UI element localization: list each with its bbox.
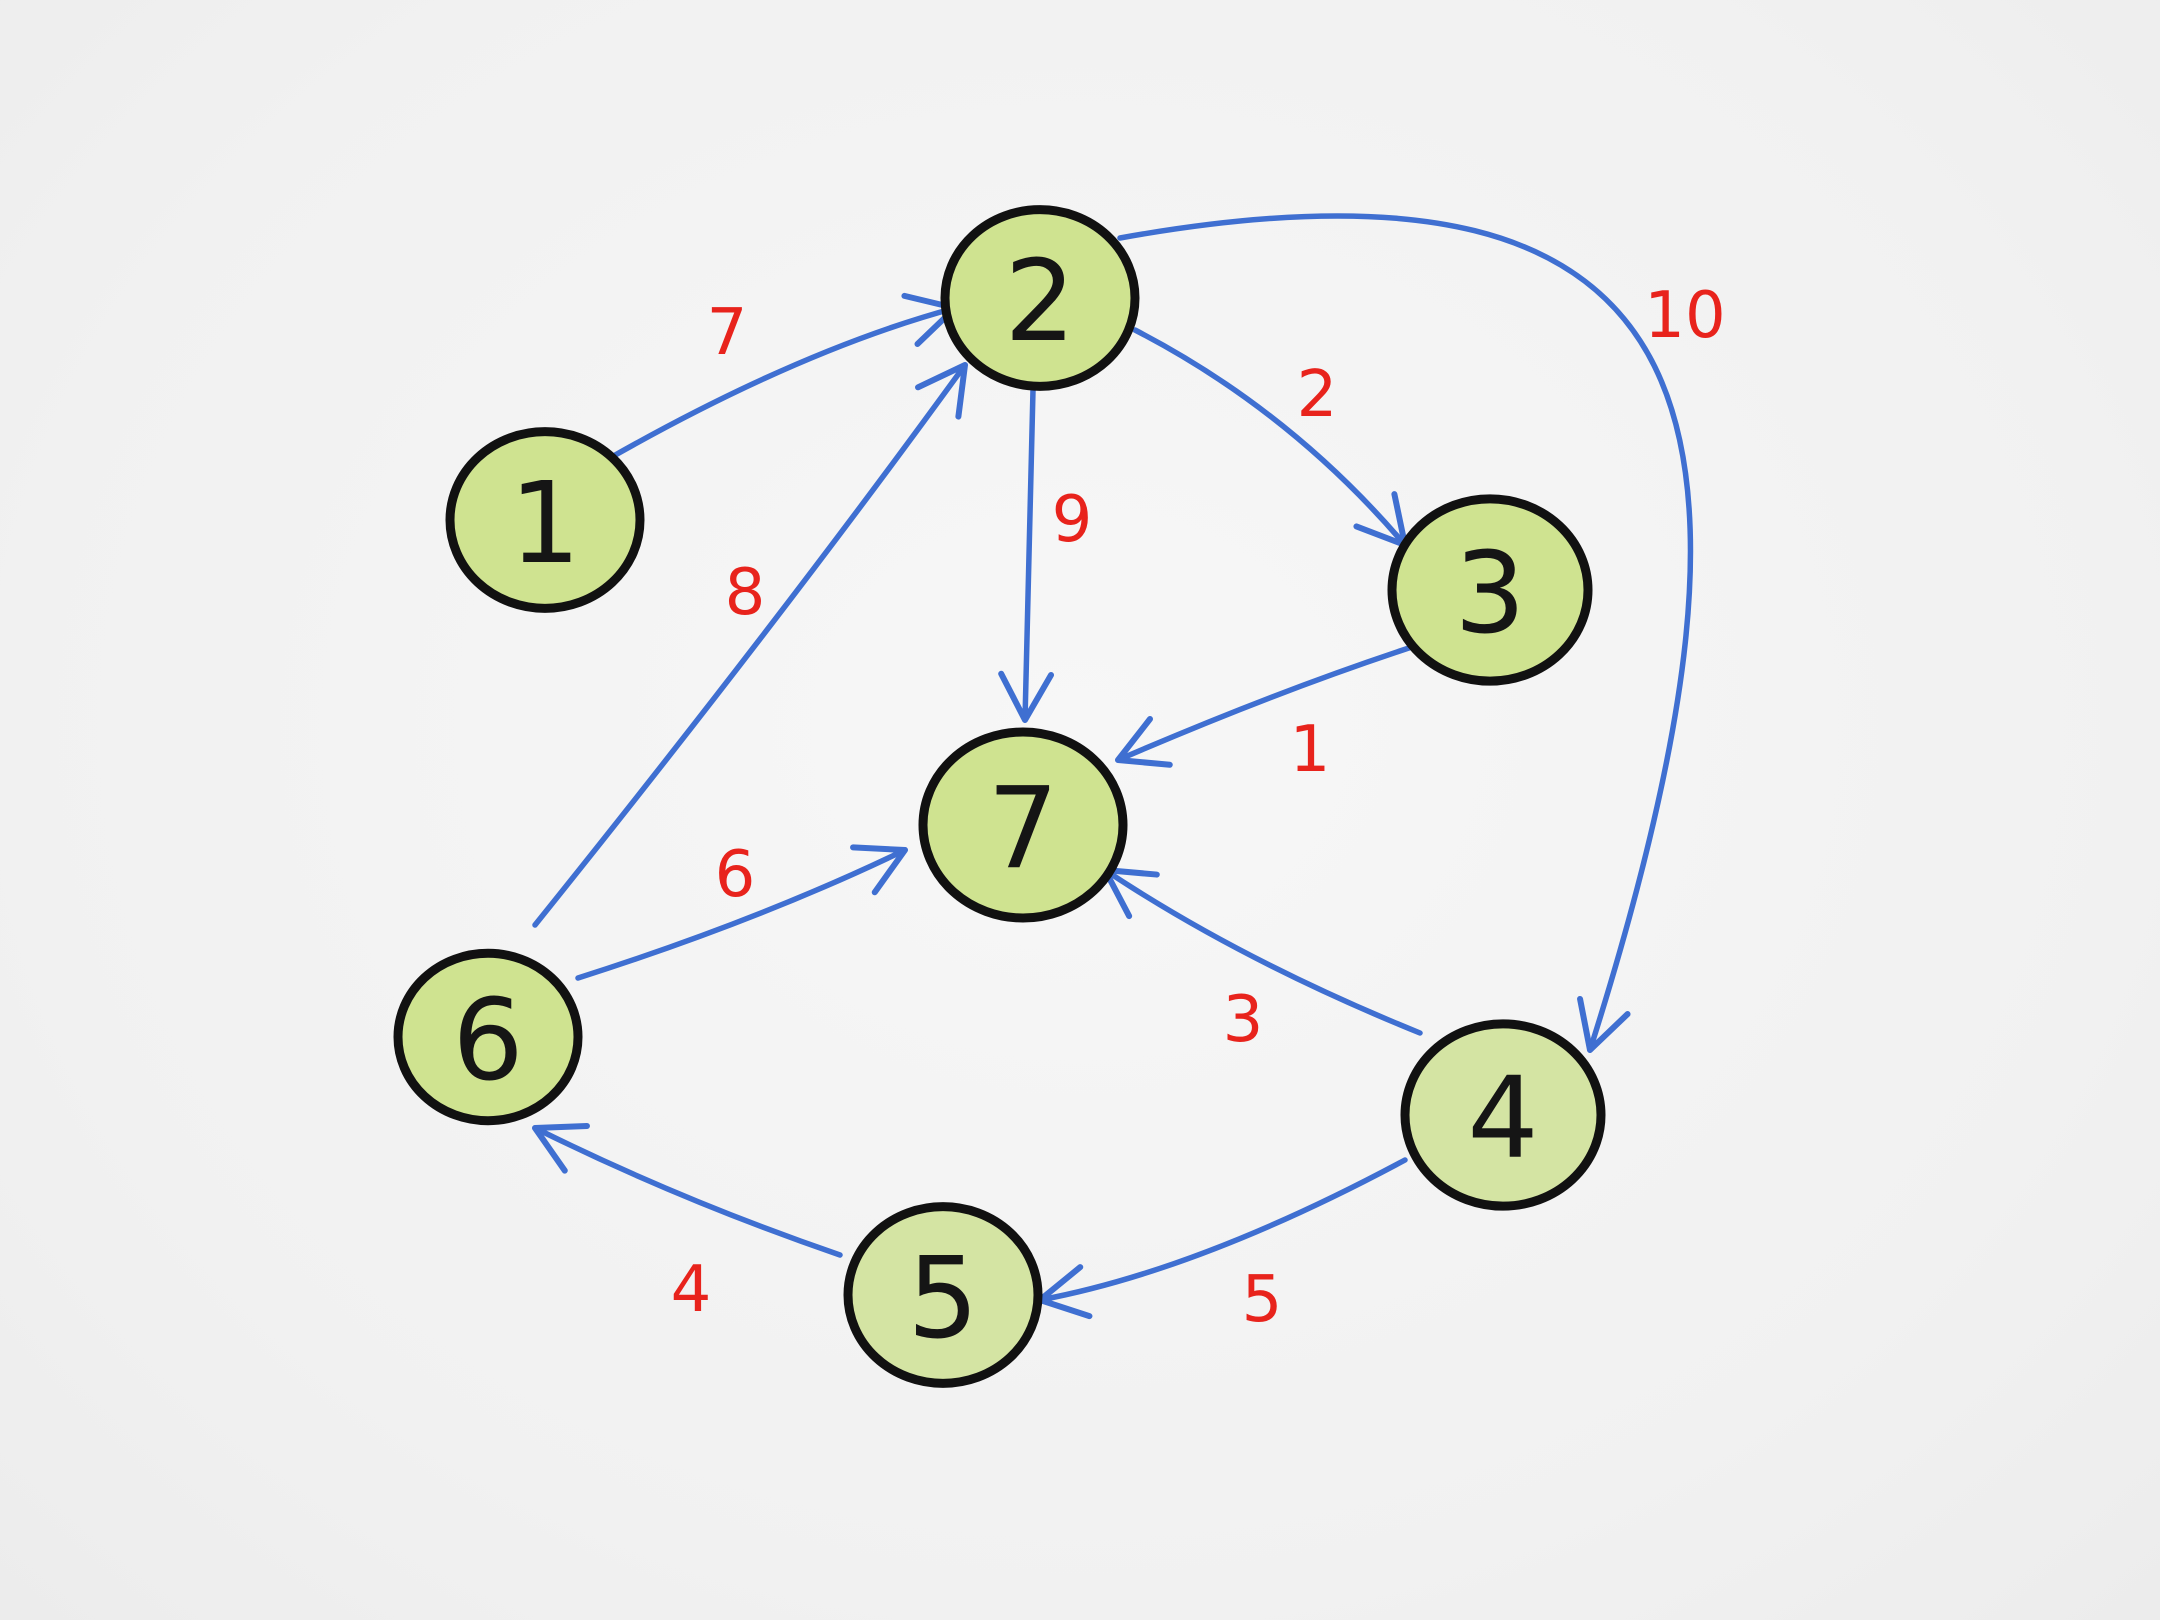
- edge-line: [1102, 867, 1423, 1036]
- node-circle: [445, 427, 645, 613]
- node-1: 1: [445, 427, 645, 613]
- edge-line: [607, 305, 958, 461]
- edge-1-2: [607, 292, 958, 461]
- node-circle: [1387, 494, 1593, 686]
- node-4: 4: [1400, 1019, 1606, 1211]
- node-circle: [940, 205, 1140, 391]
- arrowhead: [998, 670, 1055, 723]
- edge-6-7: [575, 844, 908, 981]
- arrowhead: [915, 362, 968, 420]
- edge-weight-2-4: 10: [1644, 279, 1725, 353]
- node-2: 2: [940, 205, 1140, 391]
- edge-4-5: [1037, 1157, 1408, 1320]
- node-circle: [393, 948, 583, 1126]
- edge-line: [575, 847, 908, 981]
- node-label: 6: [452, 976, 523, 1106]
- edge-line: [1115, 642, 1421, 763]
- edge-weight-4-7: 3: [1223, 983, 1264, 1057]
- edge-6-2: [532, 362, 968, 928]
- node-label: 4: [1467, 1054, 1538, 1184]
- edge-weight-2-3: 2: [1297, 358, 1338, 432]
- edge-line: [1117, 213, 1694, 1053]
- arrowhead: [532, 1122, 590, 1174]
- edge-line: [1022, 387, 1036, 723]
- node-7: 7: [918, 727, 1128, 923]
- edge-weight-2-7: 9: [1052, 483, 1093, 557]
- node-label: 3: [1454, 529, 1525, 659]
- node-5: 5: [843, 1202, 1043, 1388]
- edge-weight-4-5: 5: [1242, 1263, 1283, 1337]
- edge-weight-3-7: 1: [1290, 713, 1331, 787]
- node-circle: [918, 727, 1128, 923]
- node-6: 6: [393, 948, 583, 1126]
- node-label: 1: [509, 459, 580, 589]
- edge-3-7: [1115, 642, 1421, 768]
- edge-2-7: [998, 387, 1055, 723]
- edge-weight-6-7: 6: [715, 838, 756, 912]
- edge-line: [532, 362, 968, 928]
- arrowhead: [850, 844, 908, 896]
- edge-line: [1132, 327, 1408, 548]
- edge-5-6: [532, 1122, 843, 1258]
- arrowhead: [1115, 716, 1173, 768]
- node-3: 3: [1387, 494, 1593, 686]
- edge-line: [1037, 1157, 1408, 1303]
- node-label: 5: [907, 1234, 978, 1364]
- edge-2-4: [1117, 213, 1694, 1053]
- arrowhead: [1577, 995, 1631, 1053]
- edge-2-3: [1132, 327, 1408, 548]
- edge-line: [532, 1125, 843, 1258]
- edge-weight-5-6: 4: [671, 1253, 712, 1327]
- edge-weight-6-2: 8: [725, 556, 766, 630]
- node-circle: [1400, 1019, 1606, 1211]
- edge-weight-1-2: 7: [707, 296, 748, 370]
- node-circle: [843, 1202, 1043, 1388]
- node-label: 2: [1004, 237, 1075, 367]
- node-label: 7: [987, 764, 1058, 894]
